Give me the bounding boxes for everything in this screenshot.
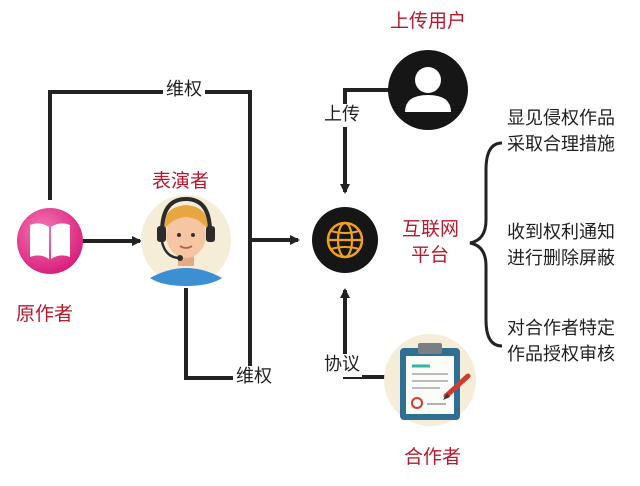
obligation-2-line2: 进行删除屏蔽 [507,248,615,269]
arrow-agreement [340,288,395,379]
label-platform-line2: 平台 [411,244,450,266]
obligations-brace [469,141,503,348]
obligation-3-line1: 对合作者特定 [507,318,615,339]
label-original-author: 原作者 [16,303,74,325]
rights-line-bottom [184,240,252,380]
obligation-1-line1: 显见侵权作品 [507,108,615,129]
label-uploader: 上传用户 [390,10,467,32]
edge-label-upload: 上传 [322,104,362,127]
rights-line-top [48,90,252,240]
user-silhouette-icon [388,50,468,130]
open-book-icon [17,208,83,274]
edge-label-rights-bottom: 维权 [233,366,275,389]
edge-label-agreement: 协议 [322,354,362,377]
globe-icon [312,207,378,273]
edge-label-rights-top: 维权 [163,79,205,102]
label-performer: 表演者 [152,170,210,192]
clipboard-contract-icon [384,334,476,426]
obligation-3-line2: 作品授权审核 [507,344,615,365]
obligation-1-line2: 采取合理措施 [507,134,615,155]
headset-avatar-icon [141,195,231,286]
obligation-2-line1: 收到权利通知 [507,222,615,243]
label-cooperator: 合作者 [404,446,462,468]
arrow-upload [340,88,390,194]
label-platform-line1: 互联网 [402,218,460,240]
